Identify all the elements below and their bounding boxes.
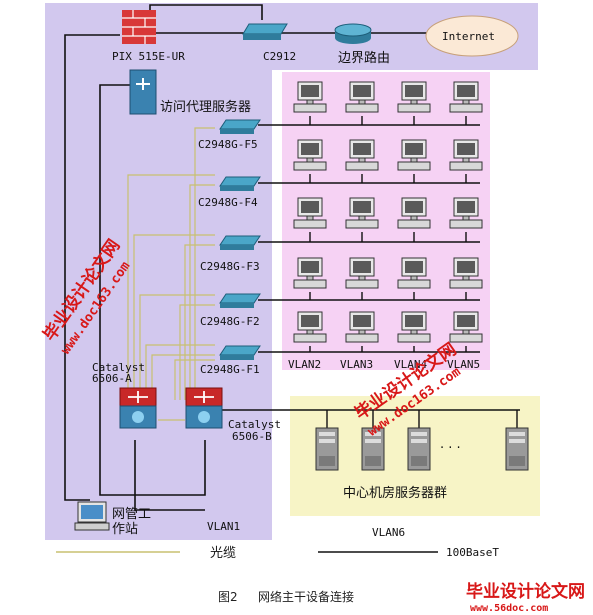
legend-ethernet-label: 100BaseT — [446, 546, 499, 559]
vlan2-label: VLAN2 — [288, 358, 321, 371]
ethernet-links — [64, 4, 520, 511]
catalyst-b-label-1: Catalyst — [228, 418, 281, 431]
pc-icon — [293, 311, 327, 343]
server-group — [315, 410, 529, 471]
fiber-links — [127, 127, 215, 421]
server-icon — [505, 427, 529, 471]
floor-switch-label: C2948G-F5 — [198, 138, 258, 151]
figure-caption: 网络主干设备连接 — [258, 589, 354, 604]
pc-icon — [345, 81, 379, 113]
floor-switches: C2948G-F5C2948G-F4C2948G-F3C2948G-F2C294… — [198, 119, 261, 376]
catalyst-a-label-1: Catalyst — [92, 361, 145, 374]
pc-icon — [293, 257, 327, 289]
floor-switch-icon — [219, 176, 261, 191]
floor-switch-label: C2948G-F2 — [200, 315, 260, 328]
pc-icon — [345, 139, 379, 171]
server-icon — [361, 427, 385, 471]
server-icon — [315, 427, 339, 471]
pc-grid — [293, 81, 483, 343]
pc-icon — [293, 197, 327, 229]
pix-label: PIX 515E-UR — [112, 50, 185, 63]
cloud-icon — [425, 15, 519, 57]
vlan4-label: VLAN4 — [394, 358, 427, 371]
pc-icon — [397, 139, 431, 171]
vlan1-label: VLAN1 — [207, 520, 240, 533]
vlan3-label: VLAN3 — [340, 358, 373, 371]
pc-icon — [449, 311, 483, 343]
pc-icon — [449, 139, 483, 171]
vlan6-label: VLAN6 — [372, 526, 405, 539]
pc-icon — [397, 197, 431, 229]
floor-switch-label: C2948G-F1 — [200, 363, 260, 376]
pc-icon — [397, 257, 431, 289]
catalyst-b-label-2: 6506-B — [232, 430, 272, 443]
pc-icon — [397, 81, 431, 113]
pc-icon — [293, 139, 327, 171]
catalyst-a-icon — [119, 387, 157, 429]
footer-logo-text: 毕业设计论文网 — [466, 581, 585, 602]
pc-icon — [345, 311, 379, 343]
floor-switch-icon — [219, 119, 261, 134]
switch-c2912-icon — [242, 23, 288, 40]
footer-logo-url: www.56doc.com — [470, 603, 548, 614]
workstation-icon — [74, 501, 110, 531]
nms-label-1: 网管工 — [112, 507, 151, 522]
floor-switch-icon — [219, 345, 261, 360]
proxy-server-label: 访问代理服务器 — [160, 99, 251, 115]
pc-icon — [449, 81, 483, 113]
router-icon — [334, 23, 372, 44]
c2912-label: C2912 — [263, 50, 296, 63]
vlan5-label: VLAN5 — [447, 358, 480, 371]
pc-icon — [293, 81, 327, 113]
server-icon — [407, 427, 431, 471]
figure-number: 图2 — [218, 590, 238, 604]
catalyst-b-icon — [185, 387, 223, 429]
border-router-label: 边界路由 — [338, 50, 390, 66]
pc-icon — [449, 197, 483, 229]
pc-icon — [345, 197, 379, 229]
proxy-server-icon — [129, 69, 157, 115]
internet-label: Internet — [442, 30, 495, 43]
legend-fiber-label: 光缆 — [210, 545, 236, 561]
nms-label-2: 作站 — [112, 522, 138, 537]
pc-icon — [397, 311, 431, 343]
firewall-icon — [122, 10, 156, 44]
floor-switch-icon — [219, 235, 261, 250]
floor-switch-icon — [219, 293, 261, 308]
ellipsis-label: · · · — [440, 441, 461, 456]
vlan1-region — [45, 3, 538, 540]
server-group-label: 中心机房服务器群 — [343, 485, 447, 501]
pc-icon — [449, 257, 483, 289]
footer-logo: 毕业设计论文网 www.56doc.com — [466, 581, 585, 614]
floor-switch-label: C2948G-F3 — [200, 260, 260, 273]
catalyst-a-label-2: 6506-A — [92, 372, 132, 385]
pc-icon — [345, 257, 379, 289]
floor-switch-label: C2948G-F4 — [198, 196, 258, 209]
pc-drops — [309, 116, 467, 352]
